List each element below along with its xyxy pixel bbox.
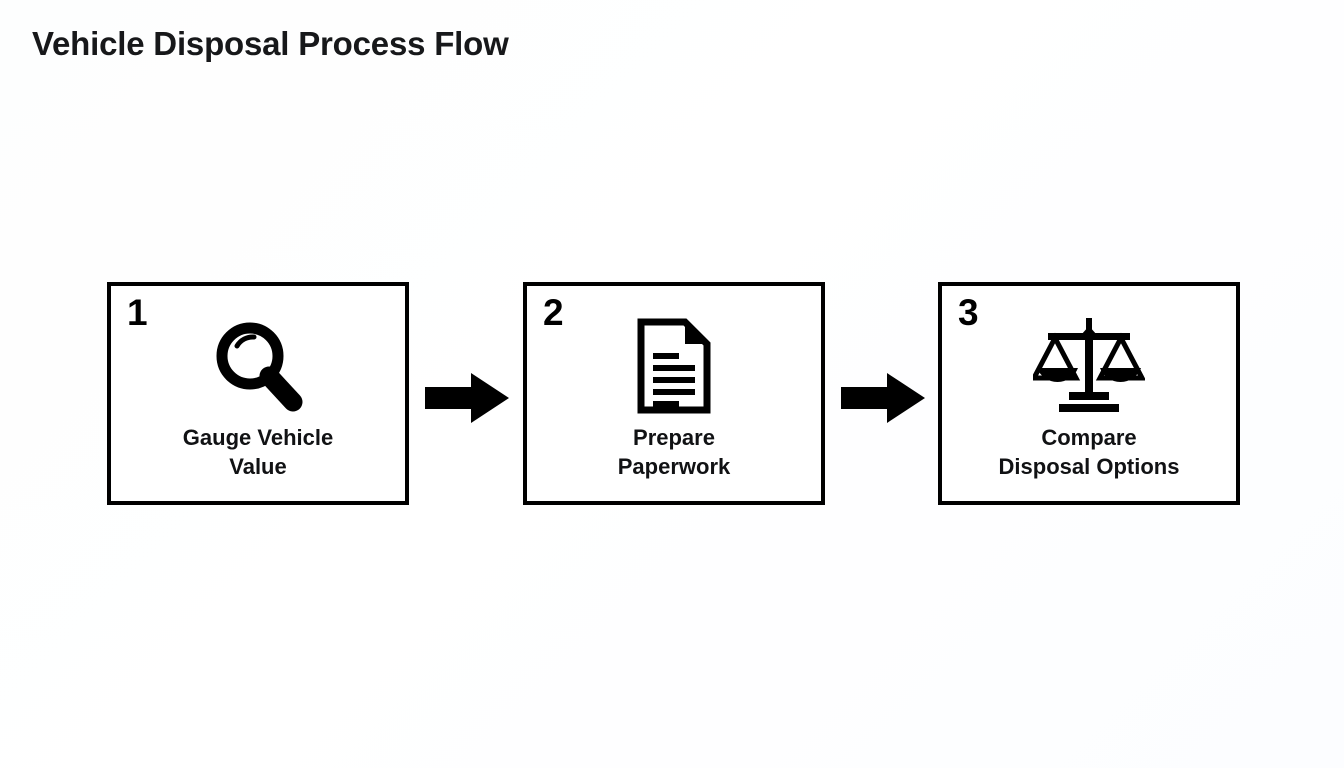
step-number-2: 2 [543, 292, 564, 333]
connector-arrow-2 [841, 373, 925, 423]
document-icon [637, 318, 711, 414]
step-number-3: 3 [958, 292, 979, 333]
step-icon-3 [942, 314, 1236, 418]
step-icon-1 [111, 314, 405, 418]
step-icon-2 [527, 314, 821, 418]
step-box-2[interactable]: 2 Prepare Paperwork [523, 282, 825, 505]
step-label-2: Prepare Paperwork [617, 425, 731, 479]
step-box-3[interactable]: 3 Compare Disposal Options [938, 282, 1240, 505]
page-title: Vehicle Disposal Process Flow [32, 25, 509, 62]
step-label-3: Compare Disposal Options [998, 425, 1180, 479]
step-box-1[interactable]: 1 Gauge Vehicle Value [107, 282, 409, 505]
balance-scale-icon [1033, 318, 1145, 412]
magnifying-glass-icon [216, 322, 303, 412]
arrow-right-icon [425, 373, 509, 423]
step-number-1: 1 [127, 292, 148, 333]
step-label-1: Gauge Vehicle Value [182, 425, 334, 479]
arrow-right-icon [841, 373, 925, 423]
connector-arrow-1 [425, 373, 509, 423]
